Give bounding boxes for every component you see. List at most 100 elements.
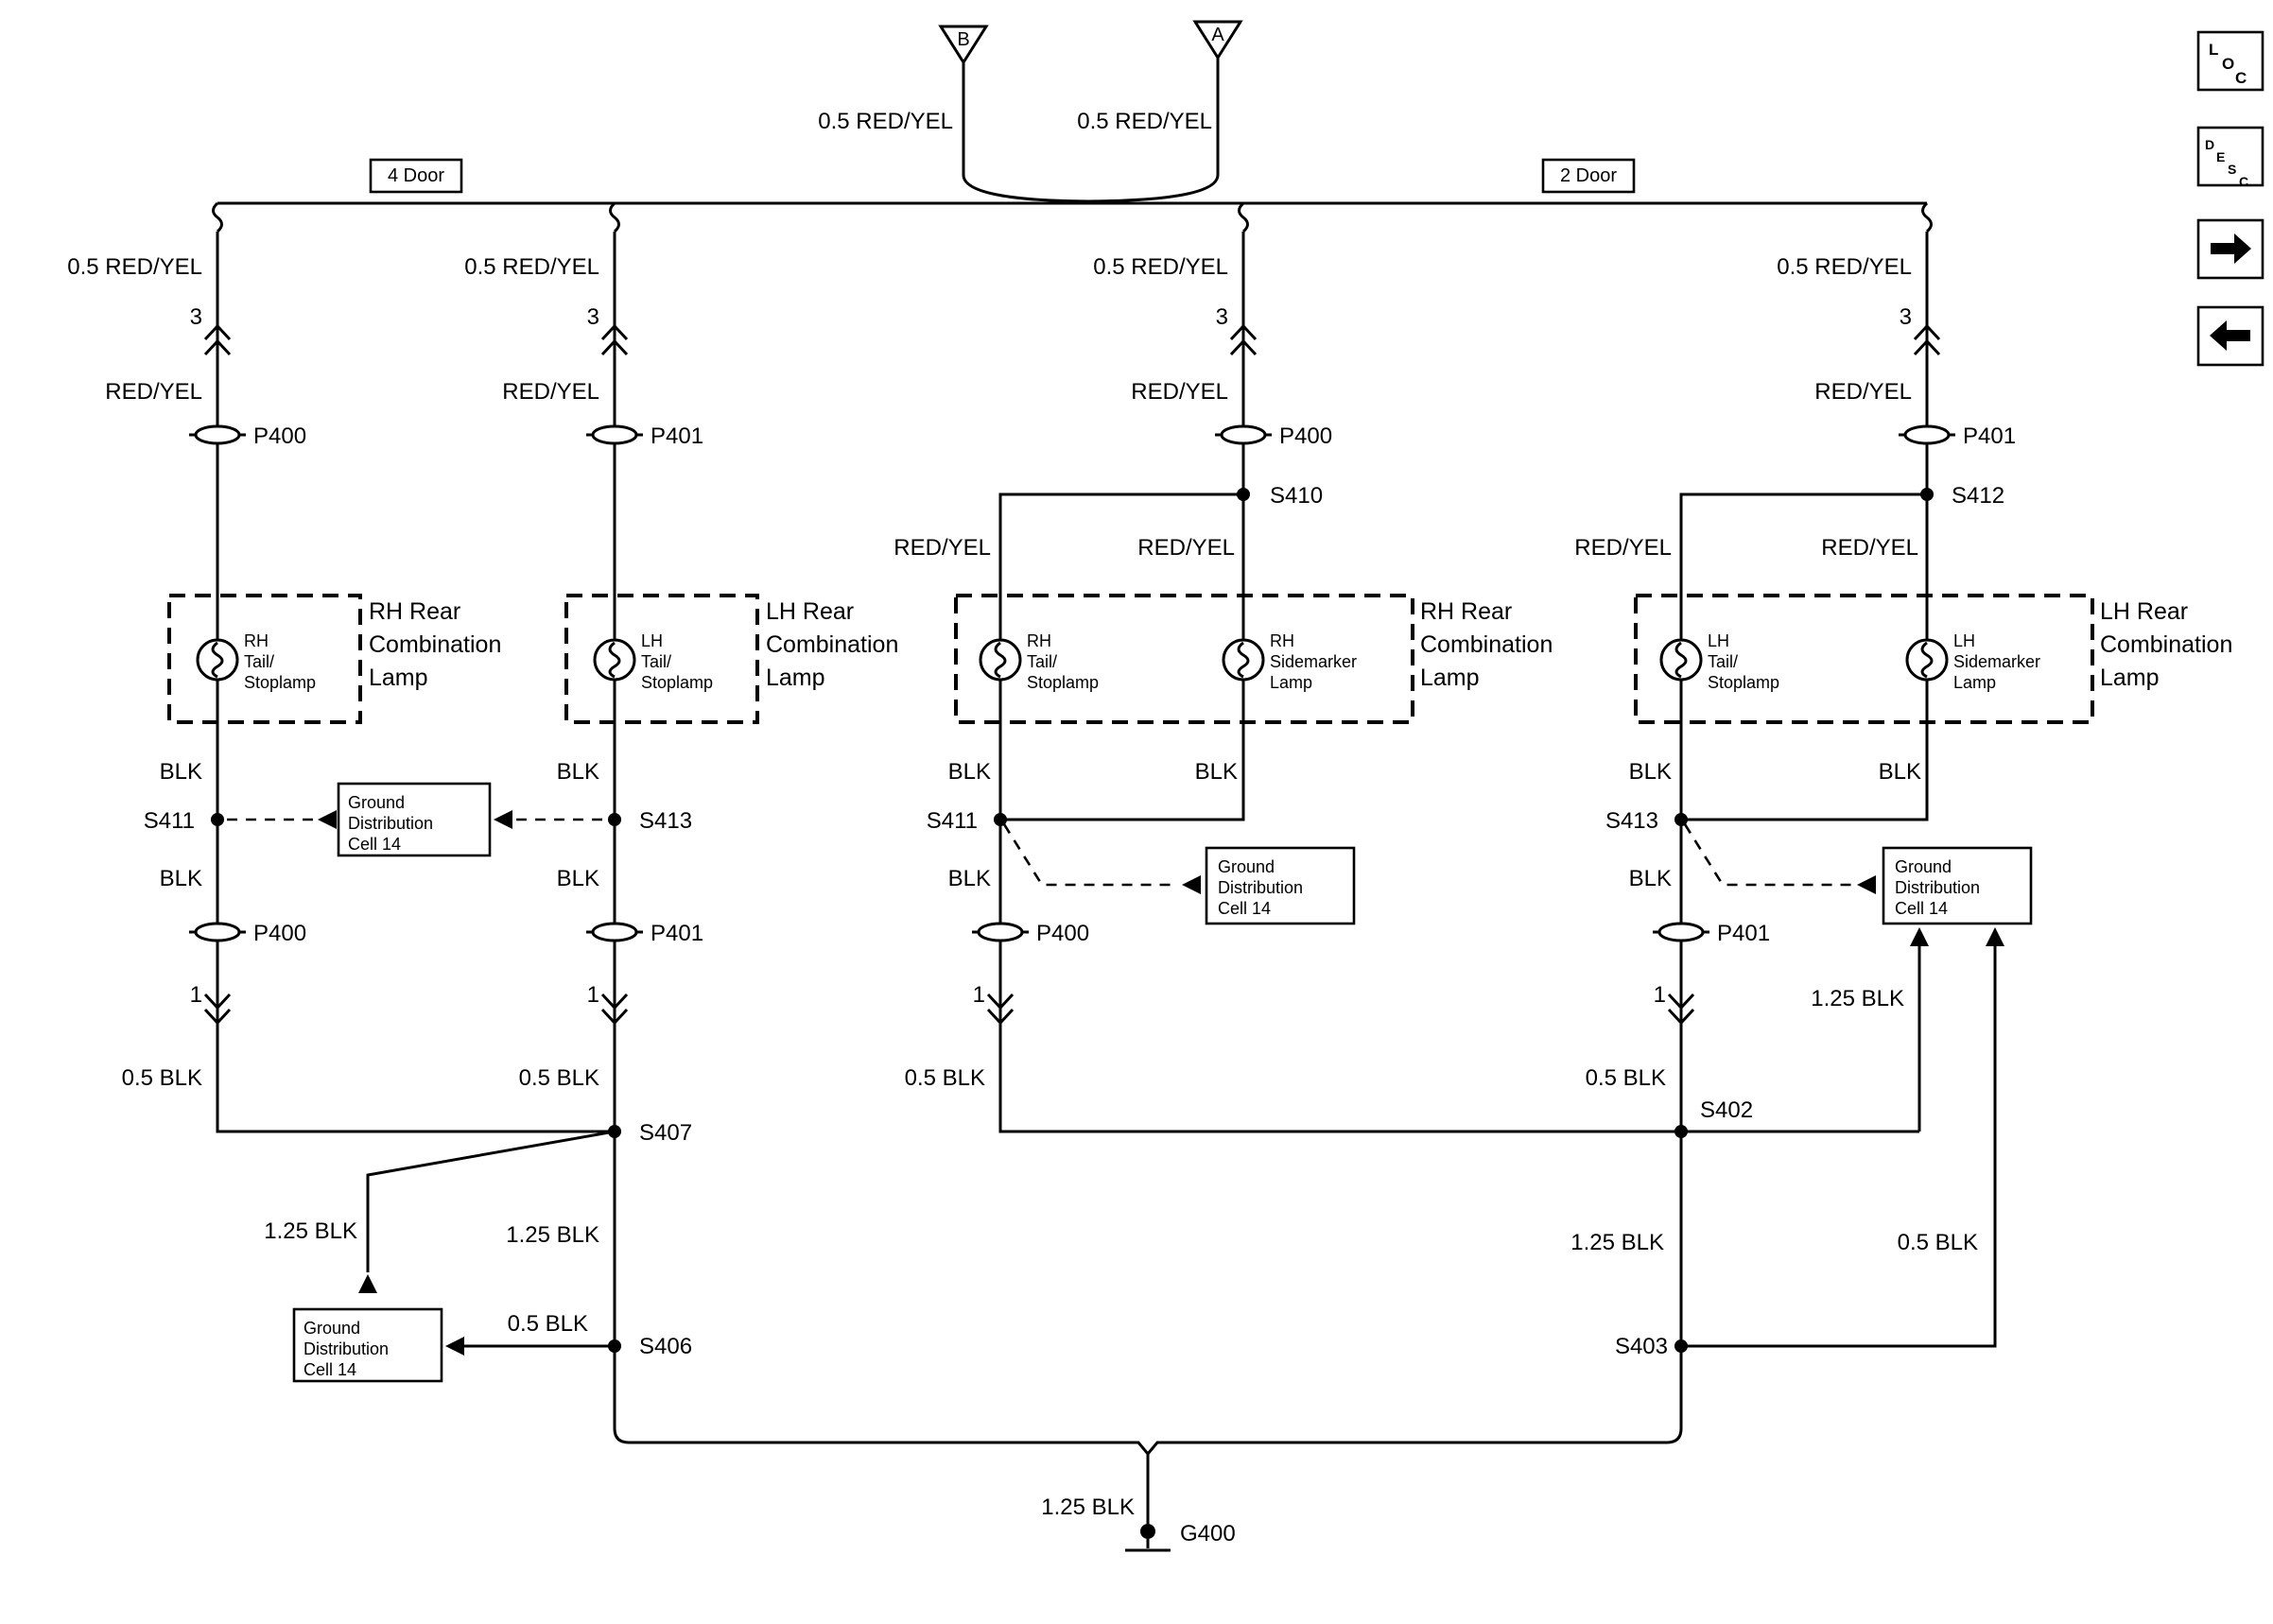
wire-label: BLK — [948, 759, 991, 785]
connector-label: P401 — [1717, 921, 1770, 946]
wire-label: RED/YEL — [1814, 379, 1912, 405]
ground-label: G400 — [1180, 1521, 1236, 1546]
ground-ref-arrow — [445, 1337, 464, 1356]
connector-label: P401 — [651, 423, 703, 449]
desc-letter: C — [2239, 174, 2248, 189]
lamp-assembly-dashed-box — [167, 594, 362, 724]
break-chevrons-up — [1913, 323, 1941, 356]
break-chevrons-down — [986, 993, 1015, 1026]
wire — [609, 201, 620, 233]
lamp-assembly-dashed-box — [954, 594, 1414, 724]
lamp-label: Sidemarker — [1270, 652, 1357, 671]
lamp-filament — [1237, 641, 1250, 679]
ground-ref-arrow — [318, 810, 337, 829]
wire-label: RED/YEL — [502, 379, 599, 405]
wire — [1687, 946, 1997, 1348]
ground-distribution-box-rh[interactable] — [1205, 846, 1356, 925]
ground-distribution-box-lh[interactable] — [1882, 846, 2033, 925]
wire-label: RED/YEL — [894, 535, 991, 561]
wire-label: BLK — [1195, 759, 1238, 785]
wire — [1679, 492, 1927, 640]
branch-lh-4door: 0.5 RED/YEL 3 RED/YEL P401 LH Tail/ Stop… — [464, 232, 898, 1428]
assembly-label: Combination — [369, 631, 501, 658]
break-chevrons-up — [600, 323, 629, 356]
wire-label: BLK — [948, 866, 991, 891]
ground-ref-arrow — [358, 1274, 377, 1293]
ground-box-label: Distribution — [348, 814, 433, 833]
wire — [1238, 201, 1249, 233]
break-chevrons-down — [203, 993, 232, 1026]
ground-ref-arrow — [1857, 875, 1876, 894]
assembly-label: RH Rear — [369, 598, 460, 625]
lamp-assembly-dashed-box — [564, 594, 759, 724]
ground-ref-arrow — [1910, 927, 1929, 946]
loc-letter: C — [2235, 69, 2247, 87]
break-chevrons-down — [1667, 993, 1695, 1026]
wire-label: 0.5 BLK — [1898, 1230, 1978, 1255]
lamp-label: LH — [641, 631, 663, 650]
splice-label: S406 — [639, 1334, 692, 1359]
ground-box-label: Ground — [304, 1319, 360, 1338]
connector-label: P400 — [253, 423, 306, 449]
ground-box-label: Ground — [348, 793, 405, 812]
splice-label: S403 — [1615, 1334, 1668, 1359]
wire — [998, 492, 1243, 640]
loc-button[interactable] — [2196, 30, 2264, 92]
inline-connector-symbol — [194, 424, 241, 445]
lamp-label: Tail/ — [244, 652, 274, 671]
lamp-filament — [608, 641, 621, 679]
splice-label: S412 — [1952, 483, 2004, 509]
desc-letter: D — [2205, 137, 2214, 152]
desc-button[interactable] — [2196, 126, 2264, 187]
wire — [962, 62, 1090, 203]
inline-connector-symbol — [1657, 922, 1705, 942]
four-door-tag-box — [369, 158, 463, 194]
splice-label: S410 — [1270, 483, 1323, 509]
splice-dot-s402 — [1674, 1125, 1688, 1138]
ground-distribution-box-bottom[interactable] — [292, 1307, 443, 1383]
wire-label: RED/YEL — [1574, 535, 1672, 561]
splice-dot-s406 — [608, 1339, 621, 1353]
assembly-label: Combination — [766, 631, 898, 658]
splice-dot-s413 — [608, 813, 621, 826]
ground-box-label: Distribution — [1218, 878, 1303, 897]
lamp-filament — [1674, 641, 1688, 679]
break-chevrons-up — [1229, 323, 1258, 356]
inline-connector-symbol — [1220, 424, 1267, 445]
wire-label: 1.25 BLK — [1041, 1494, 1135, 1520]
splice-dot-s413 — [1674, 813, 1688, 826]
wire-label: 0.5 BLK — [122, 1065, 202, 1091]
wire-label: BLK — [160, 866, 202, 891]
splice-label: S413 — [639, 808, 692, 834]
branch-rh-2door: 0.5 RED/YEL 3 RED/YEL P400 S410 RED/YEL … — [894, 232, 1919, 1133]
wire-label: 0.5 RED/YEL — [464, 254, 599, 280]
wire-label: BLK — [160, 759, 202, 785]
wire-label: RED/YEL — [1131, 379, 1228, 405]
connector-b-label: B — [957, 29, 969, 50]
lamp-assembly-dashed-box — [1634, 594, 2094, 724]
ground-ref-arrow — [1986, 927, 2004, 946]
splice-dot-s407 — [608, 1125, 621, 1138]
lamp-label: Stoplamp — [244, 673, 316, 692]
splice-dot-s410 — [1237, 488, 1250, 501]
inline-connector-symbol — [591, 424, 638, 445]
nav-icons: L O C D E S C — [2196, 30, 2264, 367]
splice-dot-s411 — [994, 813, 1007, 826]
assembly-label: RH Rear — [1420, 598, 1512, 625]
splice-label: S407 — [639, 1120, 692, 1146]
assembly-label: Lamp — [2100, 665, 2160, 691]
wire — [1921, 201, 1933, 233]
wire-label: BLK — [557, 759, 599, 785]
wire-label: RED/YEL — [1137, 535, 1235, 561]
pin-number: 3 — [587, 304, 599, 330]
lamp-label: Stoplamp — [1027, 673, 1099, 692]
pin-number: 1 — [587, 982, 599, 1008]
forward-arrow-button[interactable] — [2196, 218, 2264, 280]
splice-label: S413 — [1605, 808, 1658, 834]
pin-number: 1 — [190, 982, 202, 1008]
two-door-tag-box — [1541, 158, 1636, 194]
ground-symbol-dot — [1140, 1524, 1155, 1539]
connector-a-label: A — [1211, 25, 1224, 45]
ground-distribution-box-4door[interactable] — [337, 782, 492, 857]
lamp-label: RH — [1027, 631, 1051, 650]
